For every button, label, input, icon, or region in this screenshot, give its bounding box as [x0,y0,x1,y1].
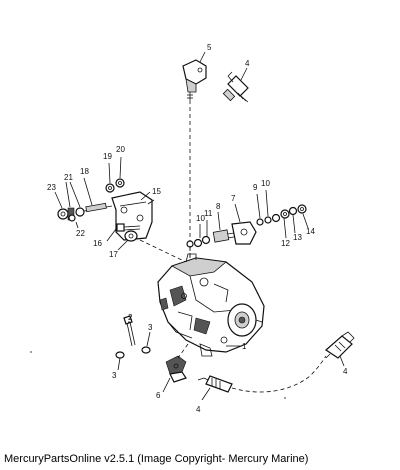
callout-8: 8 [216,202,221,211]
callout-7: 7 [231,194,236,203]
callout-21: 21 [64,173,73,182]
callout-4-right: 4 [343,367,348,376]
callout-20: 20 [116,145,125,154]
callout-17: 17 [109,250,118,259]
callout-4-lower: 4 [196,405,201,414]
temperature-sender-top [222,71,249,103]
bracket-fasteners [57,202,113,222]
parts-diagram: 5 4 23 21 22 18 [30,43,355,414]
callout-1: 1 [242,342,247,351]
callout-22: 22 [76,229,85,238]
pump-body [157,253,265,357]
callout-2: 2 [128,313,133,322]
callout-10-left: 10 [196,214,205,223]
bracket-nuts [105,178,125,193]
callout-3-right: 3 [148,323,153,332]
callout-15: 15 [152,187,161,196]
callout-19: 19 [103,152,112,161]
callout-13: 13 [293,233,302,242]
callout-16: 16 [93,239,102,248]
elbow-fitting [182,59,207,100]
linkage-assembly [186,204,307,248]
callout-4-top: 4 [245,59,250,68]
temperature-sender-right [325,331,355,359]
callout-9: 9 [253,183,258,192]
callout-3-left: 3 [112,371,117,380]
callout-10-right: 10 [261,179,270,188]
callout-23: 23 [47,183,56,192]
pump-bolt [115,315,151,359]
bracket-bolt [116,223,141,242]
copyright-caption: MercuryPartsOnline v2.5.1 (Image Copyrig… [4,453,309,465]
callout-18: 18 [80,167,89,176]
callout-5: 5 [207,43,212,52]
callout-6: 6 [156,391,161,400]
callout-12: 12 [281,239,290,248]
callout-14: 14 [306,227,315,236]
temperature-sender-lower [197,375,233,393]
lower-elbow-fitting [165,355,187,383]
callout-11: 11 [204,209,213,218]
